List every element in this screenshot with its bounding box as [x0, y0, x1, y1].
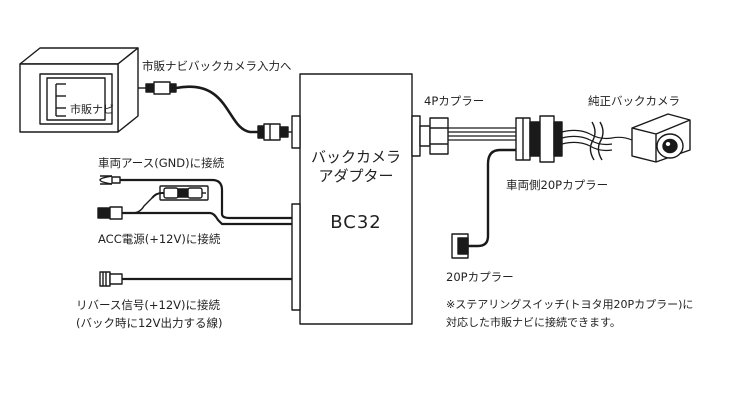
adapter-title-line2: アダプター — [318, 167, 394, 185]
reverse-label-line2: (バック時に12V出力する線) — [76, 316, 223, 330]
coupler-4p-label: 4Pカプラー — [424, 94, 485, 108]
coupler-4p-icon — [419, 117, 449, 155]
ground-wire — [99, 175, 292, 220]
note-line1: ※ステアリングスイッチ(トヨタ用20Pカプラー)に — [446, 298, 694, 311]
adapter-title: バックカメラ アダプター — [300, 148, 412, 186]
rca-plug-nav-icon — [138, 81, 177, 95]
rca-plug-adapter-icon — [257, 123, 300, 141]
adapter-title-line1: バックカメラ — [310, 148, 401, 166]
adapter-body — [299, 73, 413, 325]
vehicle-coupler-20p-icon — [515, 115, 563, 163]
adapter-model: BC32 — [330, 212, 382, 233]
reverse-wire — [99, 271, 292, 287]
camera-cable — [448, 127, 518, 141]
coupler-20p-cable — [468, 148, 516, 248]
reverse-label-line1: リバース信号(+12V)に接続 — [76, 298, 221, 312]
camera-label: 純正バックカメラ — [588, 94, 680, 108]
adapter-port-left-top — [291, 115, 301, 149]
navigation-unit-icon — [19, 47, 139, 133]
ground-label: 車両アース(GND)に接続 — [98, 156, 225, 170]
rear-camera-icon — [631, 113, 691, 163]
coupler-20p-icon — [451, 233, 469, 259]
video-cable — [175, 85, 258, 134]
adapter-port-right — [411, 115, 421, 157]
nav-input-label: 市販ナビバックカメラ入力へ — [142, 59, 292, 73]
coupler-20p-label: 20Pカプラー — [446, 270, 514, 284]
vehicle-coupler-label: 車両側20Pカプラー — [506, 178, 609, 192]
nav-device-label: 市販ナビ — [70, 103, 114, 116]
note-line2: 対応した市販ナビに接続できます。 — [446, 316, 621, 329]
acc-wire — [97, 185, 292, 226]
adapter-port-left-bottom — [291, 203, 301, 311]
camera-harness — [561, 121, 633, 161]
acc-label: ACC電源(+12V)に接続 — [98, 232, 221, 246]
